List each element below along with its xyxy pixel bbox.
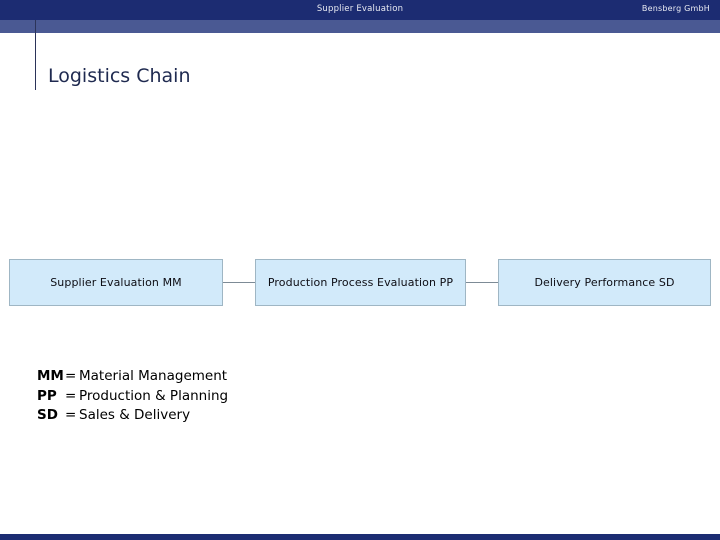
connector-line-1 xyxy=(223,282,255,283)
flow-box-production-process-evaluation-pp[interactable]: Production Process Evaluation PP xyxy=(255,259,466,306)
header-accent-band xyxy=(0,20,720,33)
flow-box-label: Delivery Performance SD xyxy=(534,275,675,289)
legend-abbreviation: MM xyxy=(37,368,64,384)
header-bar xyxy=(0,0,720,20)
header-title: Supplier Evaluation xyxy=(316,4,404,14)
page-title: Logistics Chain xyxy=(48,65,191,87)
legend-equals-sign: = xyxy=(65,407,77,423)
header-company-name: Bensberg GmbH xyxy=(641,4,710,13)
flow-box-label: Supplier Evaluation MM xyxy=(50,275,182,289)
legend-equals-sign: = xyxy=(65,387,77,404)
legend-abbreviation: PP xyxy=(37,387,57,404)
legend-definition: Sales & Delivery xyxy=(79,407,191,423)
flow-box-delivery-performance-sd[interactable]: Delivery Performance SD xyxy=(498,259,711,306)
legend-equals-sign: = xyxy=(65,368,77,384)
legend-definition: Production & Planning xyxy=(79,387,229,404)
legend-row: SD = Sales & Delivery xyxy=(37,406,228,426)
footer-bar xyxy=(0,534,720,540)
flow-box-supplier-evaluation-mm[interactable]: Supplier Evaluation MM xyxy=(9,259,223,306)
title-accent-rule xyxy=(35,20,36,90)
legend-definition: Material Management xyxy=(79,368,228,384)
legend-abbreviation: SD xyxy=(37,407,58,423)
connector-line-2 xyxy=(466,282,498,283)
logistics-chain-diagram: Supplier Evaluation MM Production Proces… xyxy=(0,259,720,308)
legend-row: MM = Material Management xyxy=(37,367,228,387)
abbreviation-legend: MM = Material Management PP = Production… xyxy=(37,367,228,426)
legend-row: PP = Production & Planning xyxy=(37,387,228,407)
flow-box-label: Production Process Evaluation PP xyxy=(267,275,454,289)
